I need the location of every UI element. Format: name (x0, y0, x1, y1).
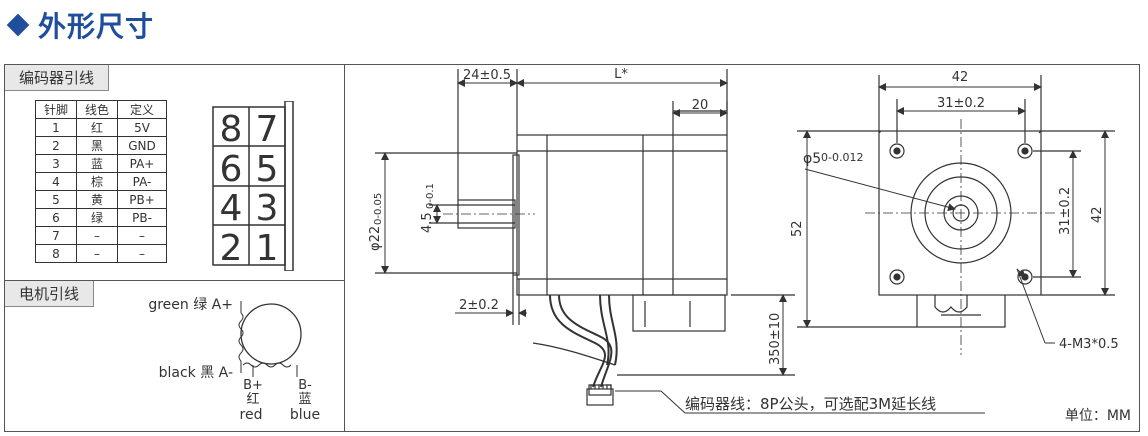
motor-side-body (516, 134, 728, 296)
dim-31-side: 31±0.2 (1058, 187, 1073, 235)
dim-42-top: 42 (952, 70, 969, 85)
unit-label: 单位：MM (1064, 408, 1131, 424)
table-cell: 8 (35, 244, 77, 263)
pin-4: 4 (220, 188, 243, 229)
table-cell: 棕 (76, 172, 118, 191)
section-divider (5, 280, 345, 281)
table-cell: PB- (117, 208, 167, 227)
table-row: 8–– (35, 244, 167, 263)
dim-52: 52 (790, 220, 805, 237)
dim-42-side: 42 (1090, 206, 1105, 223)
table-cell: PB+ (117, 190, 167, 209)
b-plus-cn: 红 (246, 391, 259, 407)
dim-phi5: φ5 (803, 151, 821, 167)
a-minus-label: black 黑 A- (159, 365, 233, 381)
dim-phi22: φ22 (368, 226, 383, 251)
table-cell: – (117, 226, 167, 245)
table-cell: – (76, 226, 118, 245)
dim-holes: 4-M3*0.5 (1059, 337, 1119, 352)
dim-20: 20 (692, 98, 709, 113)
col-pin: 针脚 (35, 100, 77, 119)
diamond-icon (6, 13, 30, 37)
table-cell: 5 (35, 190, 77, 209)
pin-3: 3 (256, 188, 279, 229)
col-color: 线色 (76, 100, 118, 119)
table-cell: 2 (35, 136, 77, 155)
dimension-drawing: 24±0.5 L* 20 φ22 0-0.05 4.5 0-0.1 2±0.2 … (368, 67, 1119, 414)
table-cell: 5V (117, 118, 167, 137)
pin-7: 7 (256, 109, 279, 150)
col-def: 定义 (117, 100, 167, 119)
dim-31-top: 31±0.2 (937, 96, 985, 111)
pin-1: 1 (256, 228, 279, 269)
dim-2: 2±0.2 (459, 298, 499, 313)
b-minus-en: blue (290, 407, 320, 423)
dim-phi5-tol: 0-0.012 (821, 151, 863, 164)
pin-5: 5 (256, 149, 279, 190)
table-cell: 1 (35, 118, 77, 137)
table-cell: – (117, 244, 167, 263)
pin-2: 2 (220, 228, 243, 269)
dim-24: 24±0.5 (463, 68, 511, 83)
b-plus-en: red (240, 407, 263, 423)
dim-4-5-tol: 0-0.1 (425, 183, 436, 209)
table-cell: 黄 (76, 190, 118, 209)
table-row: 7–– (35, 226, 167, 245)
b-minus-cn: 蓝 (298, 392, 311, 407)
b-plus-label: B+ (243, 378, 263, 393)
encoder-cable-note: 编码器线：8P公头，可选配3M延长线 (685, 395, 936, 413)
table-cell: 蓝 (76, 154, 118, 173)
table-cell: 红 (76, 118, 118, 137)
motor-wiring-diagram: green 绿 A+ black 黑 A- B+ 红 red B- 蓝 blue (148, 297, 320, 423)
page-title: 外形尺寸 (38, 10, 155, 43)
motor-section-label: 电机引线 (5, 281, 95, 307)
encoder-connector: 8 7 6 5 4 3 2 1 (212, 101, 294, 271)
table-cell: 黑 (76, 136, 118, 155)
table-cell: 3 (35, 154, 77, 173)
pin-8: 8 (220, 109, 243, 150)
dim-350: 350±10 (768, 313, 783, 365)
table-cell: 6 (35, 208, 77, 227)
dim-L: L* (614, 67, 628, 82)
section-header: 外形尺寸 (4, 0, 154, 50)
table-cell: PA- (117, 172, 167, 191)
pin-6: 6 (220, 149, 243, 190)
dim-4-5: 4.5 (420, 212, 435, 233)
table-cell: GND (117, 136, 167, 155)
table-cell: PA+ (117, 154, 167, 173)
a-plus-label: green 绿 A+ (148, 297, 233, 313)
dim-phi22-tol: 0-0.05 (373, 193, 384, 225)
b-minus-label: B- (298, 378, 312, 393)
table-cell: 4 (35, 172, 77, 191)
table-cell: 7 (35, 226, 77, 245)
encoder-section-label: 编码器引线 (5, 65, 110, 91)
table-cell: 绿 (76, 208, 118, 227)
table-cell: – (76, 244, 118, 263)
